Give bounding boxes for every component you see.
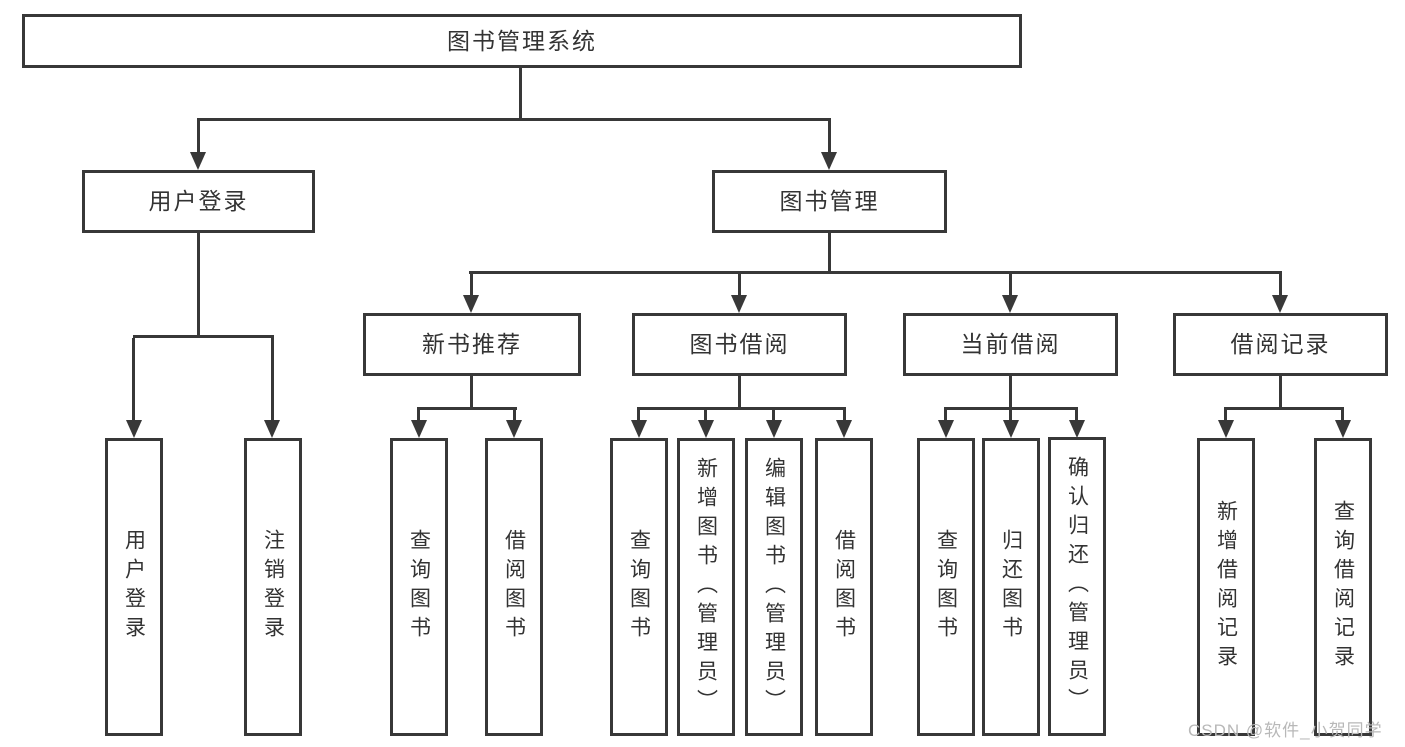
node-library-system-label: 图书管理系统 xyxy=(447,27,597,54)
arrowhead-leaf-user-login xyxy=(126,420,142,438)
connector-current-borrowing-stem xyxy=(1009,376,1012,409)
arrowhead-current-borrowing xyxy=(1002,295,1018,313)
leaf-add-book-admin-label: 新增图书（管理员） xyxy=(694,456,718,718)
arrowhead-leaf-query-books-3 xyxy=(938,420,954,438)
arrowhead-leaf-add-borrow-record xyxy=(1218,420,1234,438)
connector-leaf-stub xyxy=(417,410,420,420)
leaf-query-books-2: 查询图书 xyxy=(610,438,668,736)
leaf-logout: 注销登录 xyxy=(244,438,302,736)
connector-to-borrow-records xyxy=(1279,274,1282,296)
connector-to-book-management xyxy=(828,121,831,153)
leaf-query-books-1: 查询图书 xyxy=(390,438,448,736)
leaf-query-books-1-label: 查询图书 xyxy=(407,529,431,645)
node-user-login-label: 用户登录 xyxy=(148,188,249,214)
connector-book-borrowing-rail xyxy=(637,407,846,410)
leaf-edit-book-admin-label: 编辑图书（管理员） xyxy=(762,456,786,718)
connector-user-login-rail xyxy=(133,335,274,338)
node-book-borrowing-label: 图书借阅 xyxy=(689,331,790,357)
leaf-confirm-return-admin-label: 确认归还（管理员） xyxy=(1065,456,1089,717)
leaf-user-login-label: 用户登录 xyxy=(122,529,146,645)
connector-leaf-stub xyxy=(772,410,775,420)
arrowhead-leaf-borrow-books-1 xyxy=(506,420,522,438)
node-library-system: 图书管理系统 xyxy=(22,14,1022,68)
connector-leaf-stub xyxy=(843,410,846,420)
leaf-user-login: 用户登录 xyxy=(105,438,163,736)
arrowhead-borrow-records xyxy=(1272,295,1288,313)
arrowhead-leaf-return-books xyxy=(1003,420,1019,438)
node-user-login: 用户登录 xyxy=(82,170,315,233)
arrowhead-leaf-query-borrow-record xyxy=(1335,420,1351,438)
node-borrow-records: 借阅记录 xyxy=(1173,313,1388,376)
leaf-confirm-return-admin: 确认归还（管理员） xyxy=(1048,437,1106,736)
connector-leaf-stub xyxy=(1224,410,1227,420)
leaf-logout-label: 注销登录 xyxy=(261,529,285,645)
leaf-query-books-3-label: 查询图书 xyxy=(934,529,958,645)
connector-user-login-stem xyxy=(197,233,200,337)
arrowhead-leaf-add-book xyxy=(698,420,714,438)
connector-new-book-stem xyxy=(470,376,473,409)
connector-leaf-stub xyxy=(1341,410,1344,420)
connector-to-leaf-user-login xyxy=(132,338,135,420)
leaf-add-borrow-record-label: 新增借阅记录 xyxy=(1214,500,1238,674)
connector-book-mgmt-stem xyxy=(828,233,831,273)
leaf-borrow-books-2: 借阅图书 xyxy=(815,438,873,736)
leaf-add-borrow-record: 新增借阅记录 xyxy=(1197,438,1255,736)
arrowhead-leaf-edit-book xyxy=(766,420,782,438)
connector-to-new-book xyxy=(470,274,473,296)
arrowhead-leaf-query-books-1 xyxy=(411,420,427,438)
connector-to-leaf-logout xyxy=(271,338,274,420)
arrowhead-new-book xyxy=(463,295,479,313)
node-new-book-recommend-label: 新书推荐 xyxy=(422,331,522,357)
csdn-watermark: CSDN @软件_小贺同学 xyxy=(1188,721,1383,740)
leaf-borrow-books-2-label: 借阅图书 xyxy=(832,529,856,645)
node-current-borrowing-label: 当前借阅 xyxy=(960,331,1061,357)
connector-borrow-records-stem xyxy=(1279,376,1282,409)
arrowhead-book-borrowing xyxy=(731,295,747,313)
leaf-edit-book-admin: 编辑图书（管理员） xyxy=(745,438,803,736)
leaf-borrow-books-1: 借阅图书 xyxy=(485,438,543,736)
leaf-add-book-admin: 新增图书（管理员） xyxy=(677,438,735,736)
connector-book-mgmt-rail xyxy=(469,271,1282,274)
leaf-borrow-books-1-label: 借阅图书 xyxy=(502,529,526,645)
connector-root-stem xyxy=(519,68,522,121)
arrowhead-leaf-borrow-books-2 xyxy=(836,420,852,438)
connector-leaf-stub xyxy=(1009,410,1012,420)
connector-leaf-stub xyxy=(637,410,640,420)
node-book-management-label: 图书管理 xyxy=(779,188,880,214)
node-new-book-recommend: 新书推荐 xyxy=(363,313,581,376)
connector-leaf-stub xyxy=(704,410,707,420)
connector-root-rail xyxy=(197,118,831,121)
connector-current-borrowing-rail xyxy=(944,407,1078,410)
connector-book-borrowing-stem xyxy=(738,376,741,409)
leaf-return-books-label: 归还图书 xyxy=(999,529,1023,645)
arrowhead-leaf-query-books-2 xyxy=(631,420,647,438)
connector-to-book-borrowing xyxy=(738,274,741,296)
connector-new-book-rail xyxy=(417,407,517,410)
connector-to-current-borrowing xyxy=(1009,274,1012,296)
node-book-borrowing: 图书借阅 xyxy=(632,313,847,376)
connector-borrow-records-rail xyxy=(1224,407,1344,410)
leaf-query-books-3: 查询图书 xyxy=(917,438,975,736)
arrowhead-leaf-confirm-return xyxy=(1069,420,1085,438)
arrowhead-user-login xyxy=(190,152,206,170)
leaf-query-books-2-label: 查询图书 xyxy=(627,529,651,645)
connector-leaf-stub xyxy=(1075,410,1078,420)
leaf-query-borrow-record: 查询借阅记录 xyxy=(1314,438,1372,736)
connector-to-user-login xyxy=(197,121,200,153)
connector-leaf-stub xyxy=(944,410,947,420)
arrowhead-leaf-logout xyxy=(264,420,280,438)
node-book-management: 图书管理 xyxy=(712,170,947,233)
leaf-query-borrow-record-label: 查询借阅记录 xyxy=(1331,500,1355,674)
node-borrow-records-label: 借阅记录 xyxy=(1230,331,1331,357)
arrowhead-book-management xyxy=(821,152,837,170)
leaf-return-books: 归还图书 xyxy=(982,438,1040,736)
node-current-borrowing: 当前借阅 xyxy=(903,313,1118,376)
connector-leaf-stub xyxy=(513,410,516,420)
